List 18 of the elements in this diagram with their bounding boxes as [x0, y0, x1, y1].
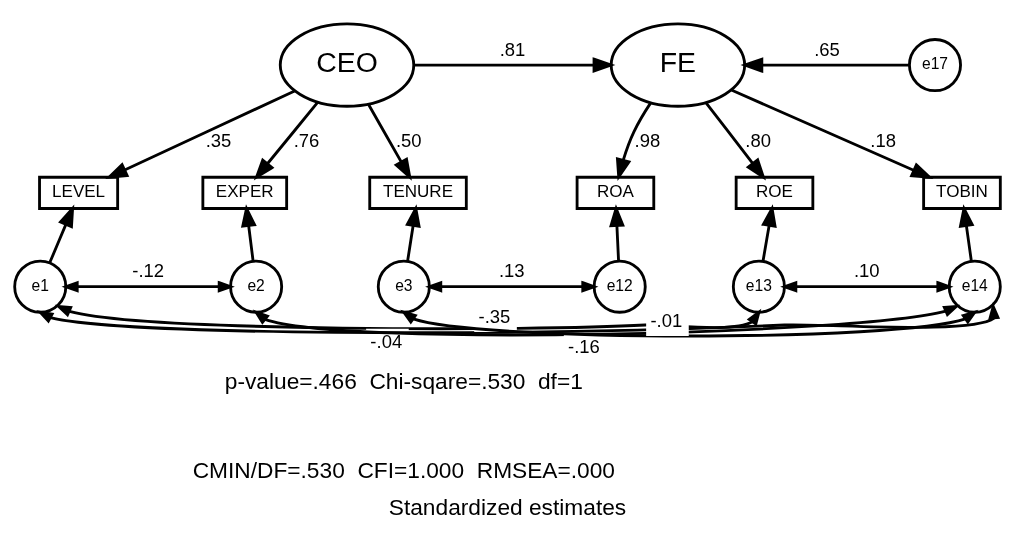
edge-label: .81	[499, 38, 525, 60]
edge-label: -.16	[567, 336, 600, 358]
edge-label: .50	[395, 129, 422, 151]
edge-label: -.01	[649, 309, 682, 331]
edge-label: -.35	[478, 305, 510, 327]
edge-label: .76	[293, 129, 319, 151]
label: p-value=.466 Chi-sqare=.530 df=1	[224, 367, 583, 394]
edge-label: .98	[634, 129, 660, 151]
edge-label: .13	[498, 260, 525, 282]
edge-label: .10	[853, 260, 880, 282]
edge-label: .65	[813, 38, 840, 60]
edge-label: -.12	[131, 260, 164, 282]
label: CMIN/DF=.530 CFI=1.000 RMSEA=.000	[192, 457, 615, 484]
edge-label: -.04	[369, 330, 402, 352]
edge-label: .18	[869, 129, 896, 151]
caption: Standardized estimates	[388, 494, 626, 521]
edge-label: .80	[744, 129, 771, 151]
edge-label: .35	[205, 129, 231, 151]
